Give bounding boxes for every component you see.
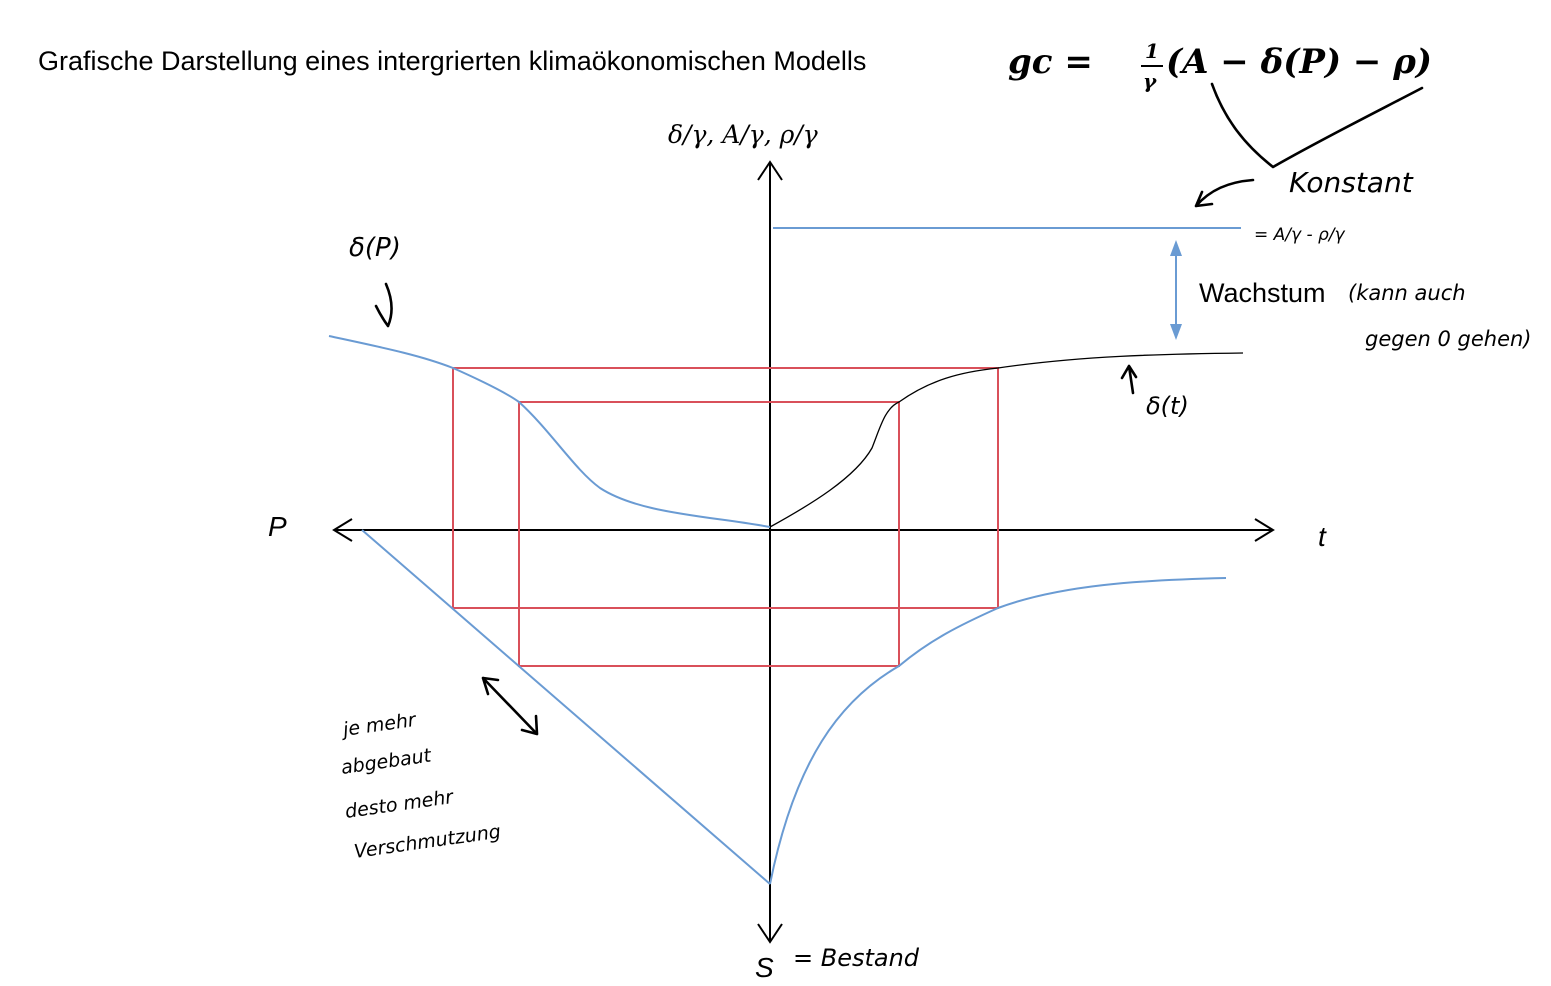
y-axis-arrow-up xyxy=(757,160,783,181)
pollution-note: je mehr abgebaut desto mehr Verschmutzun… xyxy=(339,709,502,863)
x-axis-right-label: t xyxy=(1318,521,1327,552)
diagram-title: Grafische Darstellung eines intergrierte… xyxy=(38,46,866,76)
delta-t-arrow xyxy=(1120,364,1138,395)
y-axis-arrow-down xyxy=(757,923,783,944)
note-line-3: desto mehr xyxy=(344,786,456,823)
delta-p-arrow xyxy=(374,282,393,328)
formula-lhs: gc = xyxy=(1008,42,1093,82)
konstant-arrow xyxy=(1194,178,1255,208)
growth-note-line2: gegen 0 gehen) xyxy=(1365,327,1532,351)
konstant-note: Konstant xyxy=(1289,166,1414,199)
formula-frac-num: 1 xyxy=(1145,39,1159,63)
growth-double-arrow xyxy=(1170,240,1182,340)
y-axis-top-label: δ/γ, A/γ, ρ/γ xyxy=(668,120,818,149)
note-line-4: Verschmutzung xyxy=(353,821,503,863)
formula-frac-den: γ xyxy=(1143,69,1157,93)
arrowhead-down xyxy=(1170,324,1182,340)
delta-p-handwritten-label: δ(P) xyxy=(349,233,401,263)
note-line-1: je mehr xyxy=(339,709,419,742)
wachstum-label: Wachstum xyxy=(1199,278,1326,308)
p-s-line xyxy=(361,529,771,885)
const-value-note: = A/γ - ρ/γ xyxy=(1254,225,1346,245)
y-axis-bottom-label: S xyxy=(755,952,774,983)
x-axis-arrow-right xyxy=(1254,518,1275,542)
brace-stroke xyxy=(1210,82,1424,169)
delta-t-curve xyxy=(769,352,1244,528)
s-t-curve xyxy=(769,577,1227,885)
growth-formula: gc = 1 γ (A − δ(P) − ρ) xyxy=(1008,39,1432,93)
bestand-note: = Bestand xyxy=(793,944,920,972)
formula-rhs: (A − δ(P) − ρ) xyxy=(1166,42,1432,82)
delta-p-curve xyxy=(328,335,771,528)
delta-t-handwritten-label: δ(t) xyxy=(1146,392,1189,420)
x-axis-arrow-left xyxy=(332,518,353,542)
axes xyxy=(332,160,1275,944)
arrowhead-up xyxy=(1170,240,1182,256)
outer-red-rectangle xyxy=(452,367,999,609)
growth-note-line1: (kann auch xyxy=(1348,281,1466,305)
inner-red-rectangle xyxy=(518,401,900,667)
x-axis-left-label: P xyxy=(268,511,287,542)
note-line-2: abgebaut xyxy=(340,744,434,779)
correlation-double-arrow xyxy=(481,676,539,736)
